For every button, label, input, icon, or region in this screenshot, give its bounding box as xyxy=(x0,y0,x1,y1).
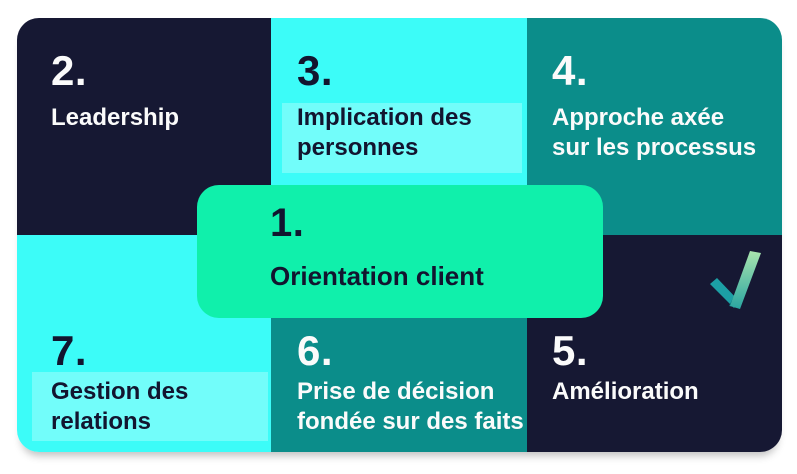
cell-number: 4. xyxy=(552,47,589,94)
center-card-orientation-client: 1. Orientation client xyxy=(197,185,603,318)
cell-label: Leadership xyxy=(51,104,180,131)
cell-label: Gestion des relations xyxy=(51,378,189,435)
cell-number: 5. xyxy=(552,327,589,374)
cell-label: Amélioration xyxy=(552,378,699,405)
center-card-number: 1. xyxy=(270,201,305,245)
cell-label: Approche axée sur les processus xyxy=(552,104,757,161)
cell-number: 2. xyxy=(51,47,88,94)
cell-number: 7. xyxy=(51,327,88,374)
checkmark-icon xyxy=(710,251,761,309)
cell-label: Implication des personnes xyxy=(297,104,472,161)
cell-7-gestion-relations: 7. Gestion des relations xyxy=(17,235,271,452)
cell-number: 6. xyxy=(297,327,334,374)
text-highlight xyxy=(282,103,522,173)
cell-label: Prise de décision fondée sur des faits xyxy=(297,378,524,435)
center-card-label: Orientation client xyxy=(270,261,484,291)
quality-principles-card: 2. Leadership 3. Implication des personn… xyxy=(17,18,782,452)
cell-number: 3. xyxy=(297,47,334,94)
text-highlight xyxy=(32,372,268,441)
cell-4-approche-processus: 4. Approche axée sur les processus xyxy=(527,18,782,235)
cell-2-leadership: 2. Leadership xyxy=(17,18,271,235)
